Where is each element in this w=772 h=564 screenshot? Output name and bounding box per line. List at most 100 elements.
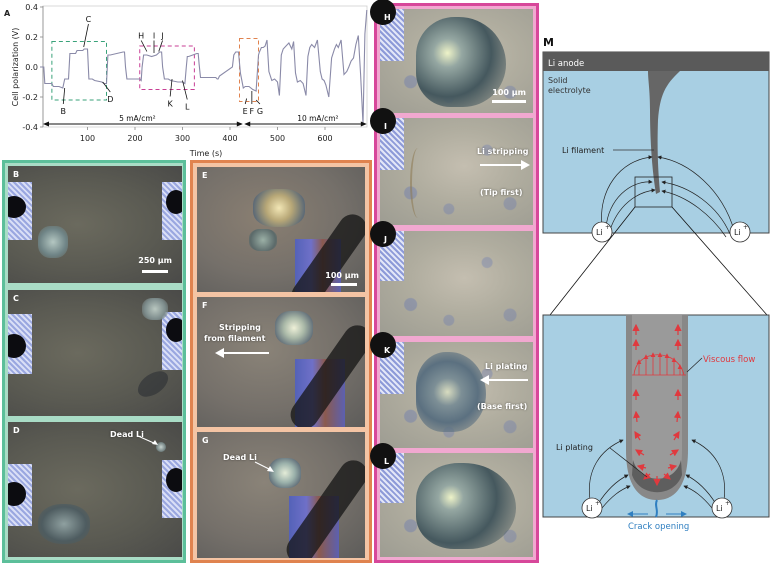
micrograph-f: F Stripping from filament <box>197 297 365 427</box>
y-tick-label: -0.4 <box>22 123 38 132</box>
svg-text:Li: Li <box>716 504 723 513</box>
viscous-flow-leader <box>686 357 703 373</box>
micrograph-l-overlay: L <box>370 443 533 557</box>
lithium-deposit <box>38 226 68 258</box>
filament-outline <box>410 148 426 218</box>
solid-electrolyte-label-2: electrolyte <box>548 86 591 95</box>
scale-label-b: 250 μm <box>138 256 172 265</box>
electrode-dark-right <box>166 318 182 342</box>
filament-tip-inner <box>632 315 682 492</box>
zoom-box <box>634 176 673 208</box>
dead-li-particle <box>156 442 166 452</box>
panel-label-m: M <box>543 36 554 49</box>
x-tick-label: 400 <box>222 134 237 143</box>
y-tick-label: 0.2 <box>25 33 38 42</box>
micrograph-i <box>380 118 533 225</box>
point-arrow-k <box>169 78 173 97</box>
micrograph-j-overlay: J <box>370 221 533 336</box>
point-label-g: G <box>257 107 263 116</box>
dead-li-particle <box>269 458 301 488</box>
point-label-l: L <box>185 103 190 112</box>
y-tick-label: -0.2 <box>22 93 38 102</box>
electrode-dark <box>370 221 396 247</box>
zoom-connector-right <box>671 206 768 316</box>
point-arrow-e <box>244 98 248 105</box>
panel-label-g: G <box>202 436 209 445</box>
point-label-h: H <box>138 32 144 41</box>
micrograph-c: C <box>8 290 182 416</box>
tip-first-label: (Tip first) <box>480 188 523 197</box>
point-label-d: D <box>107 95 113 104</box>
li-plating-leader <box>609 447 648 478</box>
micrograph-j <box>380 231 533 336</box>
electrode-dark-right <box>166 190 182 214</box>
electrode-dark-left <box>8 482 26 506</box>
stripping-arrow <box>215 348 269 358</box>
crack-shape <box>655 499 658 518</box>
chart-axes <box>42 5 368 128</box>
lithium-deposit <box>416 463 516 549</box>
point-label-j: J <box>160 32 163 41</box>
svg-text:Li: Li <box>734 228 741 237</box>
svg-text:+: + <box>595 500 600 507</box>
panel-label-k: K <box>384 346 391 355</box>
panel-label-b: B <box>13 170 20 179</box>
point-label-i: I <box>153 32 155 41</box>
point-arrow-h <box>140 40 148 52</box>
lithium-deposit <box>416 17 506 107</box>
li-anode-label: Li anode <box>548 59 584 69</box>
solid-electrolyte-label-1: Solid <box>548 76 568 85</box>
viscous-flow-profile <box>632 352 686 376</box>
micrograph-b: B 250 μm <box>8 166 182 283</box>
zoom-connector-left <box>549 206 636 316</box>
point-arrow-g <box>255 99 261 105</box>
micrograph-e: E 100 μm <box>197 167 365 292</box>
scale-bar-e <box>331 283 357 286</box>
x-tick-label: 600 <box>317 134 332 143</box>
svg-text:+: + <box>605 224 610 231</box>
electrode-dark-left <box>8 196 26 218</box>
plating-zone <box>632 460 682 493</box>
panel-label-h: H <box>384 13 391 22</box>
micrograph-k-overlay: K Li plating (Base first) <box>370 332 533 448</box>
electrode-dark <box>370 332 396 358</box>
li-filament-shape <box>648 71 680 194</box>
base-first-label: (Base first) <box>477 402 528 411</box>
electrode-dark <box>370 108 396 134</box>
panel-label-i: I <box>384 122 387 131</box>
dead-li-label-d: Dead Li <box>110 430 144 439</box>
region-5-arrowhead-left <box>43 121 49 127</box>
y-axis-label: Cell polarization (V) <box>11 28 20 107</box>
lithium-deposit <box>142 298 168 320</box>
electrode-dark <box>370 443 396 469</box>
point-label-e: E <box>243 107 248 116</box>
crack-opening-label: Crack opening <box>628 522 690 532</box>
point-arrow-d <box>102 81 111 93</box>
region-10-arrowhead-left <box>244 121 251 127</box>
viscous-flow-label: Viscous flow <box>703 355 755 365</box>
li-ion-right: Li + <box>729 221 751 243</box>
dead-li-arrow-d <box>137 435 158 445</box>
shadow <box>133 366 173 402</box>
panel-label-a: A <box>4 9 11 18</box>
li-anode-region <box>543 52 769 71</box>
region-10-label: 10 mA/cm² <box>297 114 338 123</box>
region-10-arrowhead-right <box>360 121 367 127</box>
scale-label-h: 100 μm <box>492 88 526 97</box>
panel-label-j: J <box>384 235 387 244</box>
scale-bar-h <box>492 100 526 103</box>
svg-text:+: + <box>743 224 748 231</box>
li-ion-left: Li + <box>591 221 613 243</box>
scale-label-e: 100 μm <box>325 271 359 280</box>
lithium-crystal-small <box>249 229 277 251</box>
x-tick-label: 300 <box>175 134 190 143</box>
panel-label-e: E <box>202 171 208 180</box>
lithium-deposit <box>416 352 486 432</box>
micrograph-i-overlay: I Li stripping (Tip first) <box>370 108 533 225</box>
x-tick-label: 100 <box>80 134 95 143</box>
lithium-crystal <box>275 311 313 345</box>
scale-bar-b <box>142 270 168 273</box>
